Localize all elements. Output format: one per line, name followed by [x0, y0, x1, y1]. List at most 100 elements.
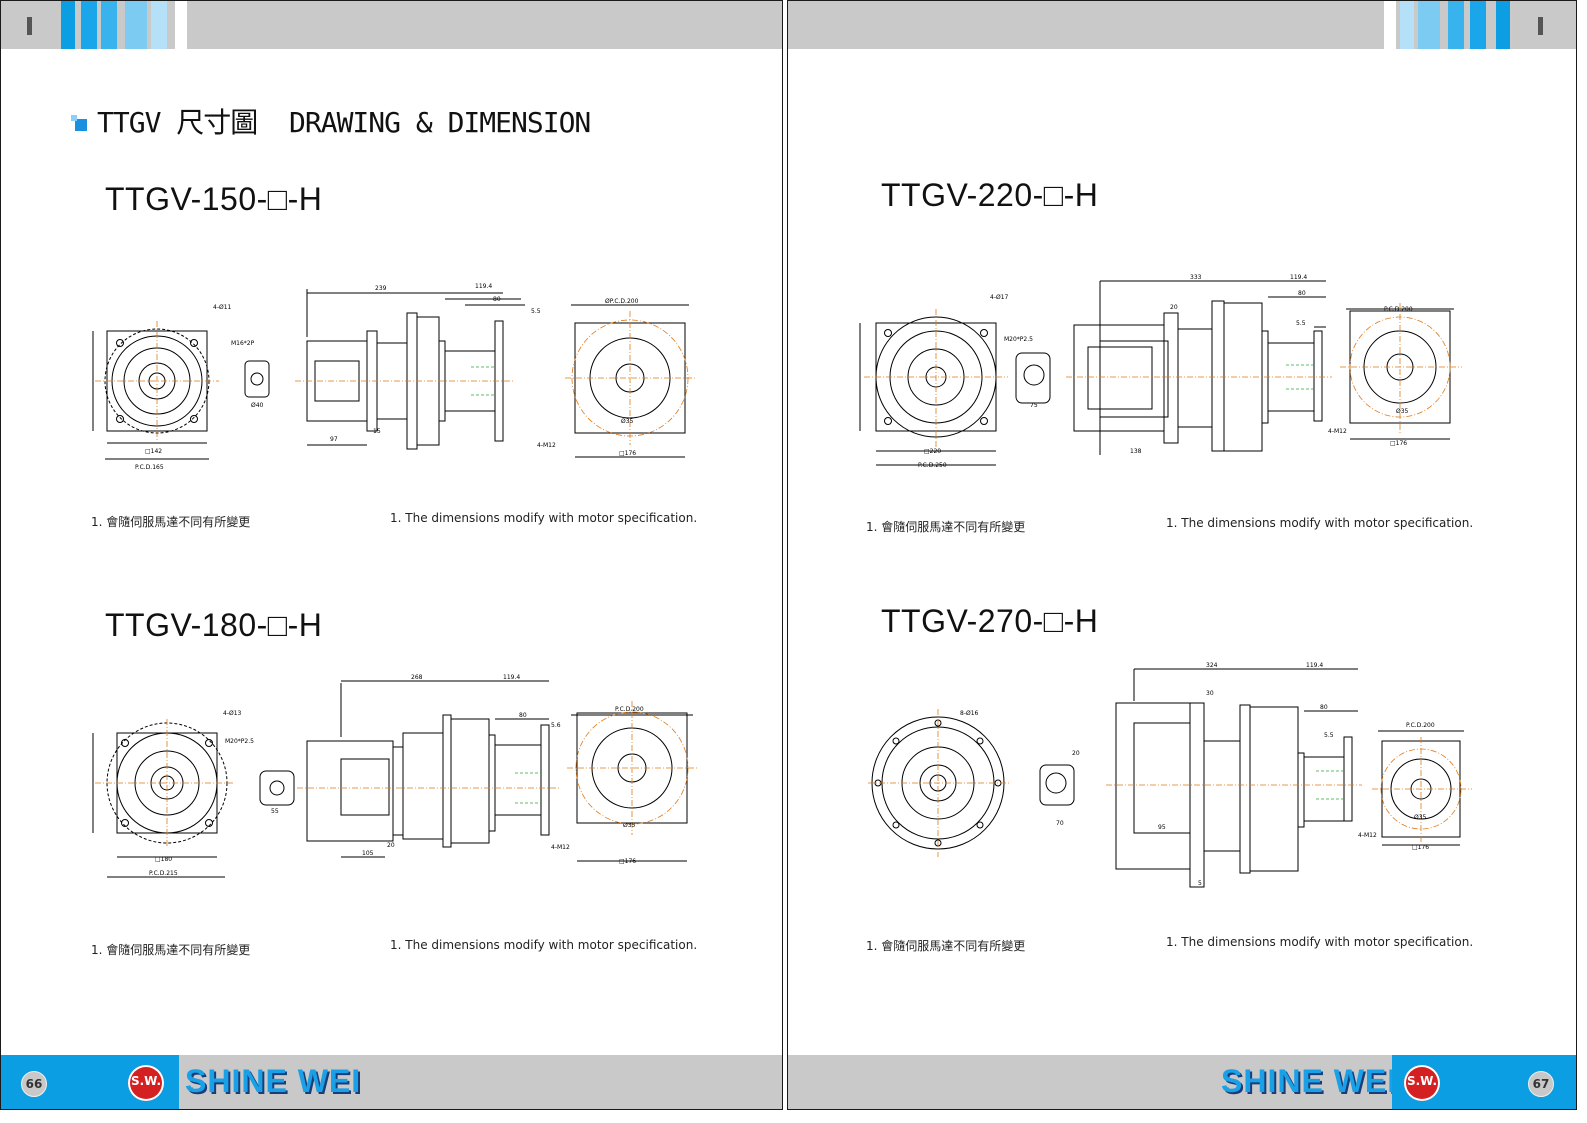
note-cn: 1. 會隨伺服馬達不同有所變更 — [866, 520, 1026, 534]
top-bar — [1, 1, 782, 49]
drawing-ttgv-220: 4-Ø17 □220 P.C.D.250 M20*P2.5 75 333 119… — [859, 274, 1462, 469]
svg-text:239: 239 — [375, 285, 387, 292]
stripe — [1470, 1, 1486, 49]
svg-text:M20*P2.5: M20*P2.5 — [1004, 336, 1033, 343]
svg-text:20: 20 — [1170, 304, 1178, 311]
page-number: 66 — [21, 1071, 47, 1097]
svg-text:97: 97 — [330, 436, 338, 443]
svg-text:□180: □180 — [155, 856, 172, 863]
svg-text:Ø35: Ø35 — [1414, 814, 1427, 821]
top-bar — [788, 1, 1576, 49]
svg-text:□142: □142 — [145, 448, 162, 455]
svg-text:5.5: 5.5 — [531, 308, 541, 315]
stripe — [1496, 1, 1510, 49]
drawing-ttgv-270: 8-Ø16 20 70 324 119.4 80 5.5 95 30 5 P.C… — [868, 662, 1472, 888]
svg-text:ØP.C.D.200: ØP.C.D.200 — [605, 298, 639, 305]
svg-text:268: 268 — [411, 674, 423, 681]
svg-text:95: 95 — [1158, 824, 1166, 831]
svg-text:□176: □176 — [619, 858, 636, 865]
heading-bullet-icon — [71, 115, 87, 131]
page-marker — [27, 17, 32, 35]
svg-text:Ø40: Ø40 — [251, 402, 264, 409]
svg-text:P.C.D.200: P.C.D.200 — [1384, 306, 1413, 313]
svg-text:4-Ø11: 4-Ø11 — [213, 304, 232, 311]
svg-text:□176: □176 — [619, 450, 636, 457]
model-title: TTGV-150-□-H — [105, 181, 323, 217]
brand-name: SHINE WEI — [185, 1063, 362, 1099]
stripe — [81, 1, 97, 49]
drawing-ttgv-180: 4-Ø13 □180 P.C.D.215 M20*P2.5 55 268 119… — [92, 674, 699, 878]
note-cn: 1. 會隨伺服馬達不同有所變更 — [866, 939, 1026, 953]
stripe — [125, 1, 147, 49]
svg-text:80: 80 — [1320, 704, 1328, 711]
svg-text:119.4: 119.4 — [475, 283, 492, 290]
svg-text:M20*P2.5: M20*P2.5 — [225, 738, 254, 745]
model-title: TTGV-270-□-H — [881, 603, 1099, 639]
stripe — [61, 1, 75, 49]
svg-text:15: 15 — [373, 428, 381, 435]
note-en: 1. The dimensions modify with motor spec… — [1166, 516, 1474, 530]
note-en: 1. The dimensions modify with motor spec… — [390, 511, 698, 525]
model-title: TTGV-220-□-H — [881, 177, 1099, 213]
svg-text:138: 138 — [1130, 448, 1142, 455]
svg-text:20: 20 — [1072, 750, 1080, 757]
stripe — [101, 1, 117, 49]
svg-text:4-Ø17: 4-Ø17 — [990, 294, 1009, 301]
svg-text:333: 333 — [1190, 274, 1202, 281]
svg-text:P.C.D.200: P.C.D.200 — [615, 706, 644, 713]
svg-text:55: 55 — [271, 808, 279, 815]
footer-bar: 66 S.W. SHINE WEI — [1, 1055, 782, 1109]
svg-text:119.4: 119.4 — [503, 674, 520, 681]
svg-text:□220: □220 — [924, 448, 941, 455]
svg-text:P.C.D.250: P.C.D.250 — [918, 462, 947, 469]
svg-text:P.C.D.215: P.C.D.215 — [149, 870, 178, 877]
svg-text:20: 20 — [387, 842, 395, 849]
right-page: TTGV-220-□-H — [787, 0, 1577, 1110]
svg-text:Ø35: Ø35 — [623, 822, 636, 829]
stripe — [151, 1, 167, 49]
page-number: 67 — [1528, 1071, 1554, 1097]
stripe — [1400, 1, 1414, 49]
svg-text:324: 324 — [1206, 662, 1218, 669]
svg-text:4-M12: 4-M12 — [551, 844, 570, 851]
svg-text:80: 80 — [519, 712, 527, 719]
svg-text:119.4: 119.4 — [1290, 274, 1307, 281]
svg-text:5: 5 — [1198, 880, 1202, 887]
model-title: TTGV-180-□-H — [105, 607, 323, 643]
svg-text:□176: □176 — [1412, 844, 1429, 851]
svg-text:4-Ø13: 4-Ø13 — [223, 710, 242, 717]
brand-name: SHINE WEI — [1221, 1063, 1398, 1099]
note-en: 1. The dimensions modify with motor spec… — [390, 938, 698, 952]
svg-text:P.C.D.200: P.C.D.200 — [1406, 722, 1435, 729]
svg-text:70: 70 — [1056, 820, 1064, 827]
stripe — [1448, 1, 1464, 49]
svg-text:5.6: 5.6 — [551, 722, 561, 729]
svg-text:P.C.D.165: P.C.D.165 — [135, 464, 164, 471]
stripe — [1384, 1, 1396, 49]
note-en: 1. The dimensions modify with motor spec… — [1166, 935, 1474, 949]
svg-text:80: 80 — [493, 296, 501, 303]
svg-text:Ø35: Ø35 — [621, 418, 634, 425]
brand-logo-icon: S.W. — [1404, 1065, 1440, 1101]
svg-text:4-M12: 4-M12 — [1328, 428, 1347, 435]
svg-text:Ø35: Ø35 — [1396, 408, 1409, 415]
svg-text:5.5: 5.5 — [1324, 732, 1334, 739]
left-page: TTGV 尺寸圖 DRAWING & DIMENSION TTGV-150-□-… — [0, 0, 783, 1110]
footer-bar: SHINE WEI S.W. 67 — [788, 1055, 1576, 1109]
page-marker — [1538, 17, 1543, 35]
svg-text:□176: □176 — [1390, 440, 1407, 447]
svg-text:5.5: 5.5 — [1296, 320, 1306, 327]
note-cn: 1. 會隨伺服馬達不同有所變更 — [91, 943, 251, 957]
svg-text:30: 30 — [1206, 690, 1214, 697]
svg-text:4-M12: 4-M12 — [537, 442, 556, 449]
stripe — [1418, 1, 1440, 49]
svg-text:80: 80 — [1298, 290, 1306, 297]
brand-logo-icon: S.W. — [128, 1065, 164, 1101]
stripe — [175, 1, 187, 49]
svg-text:75: 75 — [1030, 402, 1038, 409]
note-cn: 1. 會隨伺服馬達不同有所變更 — [91, 515, 251, 529]
page-heading: TTGV 尺寸圖 DRAWING & DIMENSION — [97, 106, 591, 139]
drawing-ttgv-150: 4-Ø11 □142 P.C.D.165 M16*2P Ø40 239 119.… — [92, 283, 697, 471]
svg-text:M16*2P: M16*2P — [231, 340, 255, 347]
svg-text:8-Ø16: 8-Ø16 — [960, 710, 979, 717]
